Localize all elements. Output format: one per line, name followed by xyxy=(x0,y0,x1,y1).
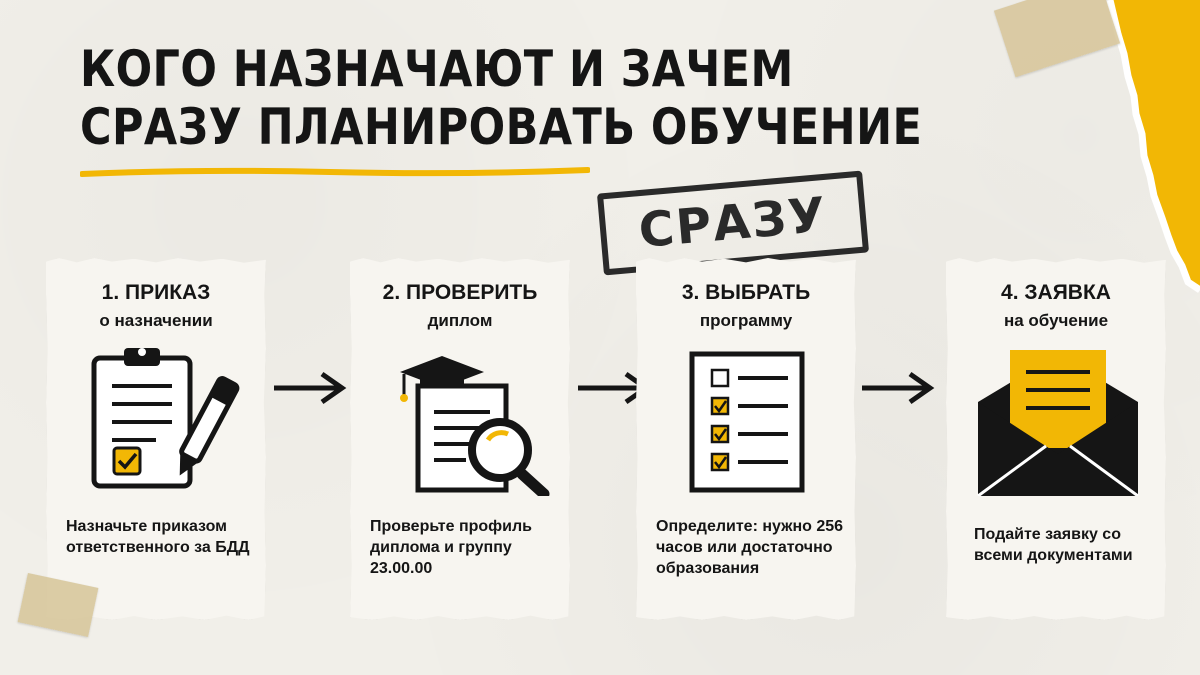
arrow-right-icon xyxy=(274,371,347,405)
page-title: КОГО НАЗНАЧАЮТ И ЗАЧЕМ СРАЗУ ПЛАНИРОВАТЬ… xyxy=(80,40,922,156)
step-4-subtitle: на обучение xyxy=(1003,311,1109,330)
step-4-description: Подайте заявку со всеми документами xyxy=(974,526,1133,564)
step-2-description: Проверьте профиль диплома и группу 23.00… xyxy=(370,518,532,577)
checklist-icon xyxy=(689,351,805,493)
step-card-4: 4. ЗАЯВКА на обучение Подайте заявку со … xyxy=(946,258,1166,620)
step-card-3: 3. ВЫБРАТЬ программу Определите: нужно 2… xyxy=(636,258,856,620)
clipboard-pen-icon xyxy=(91,348,240,489)
title-line-2: СРАЗУ ПЛАНИРОВАТЬ ОБУЧЕНИЕ xyxy=(80,98,923,156)
step-3-subtitle: программу xyxy=(699,311,793,330)
step-card-1: 1. ПРИКАЗ о назначении Назначьте приказо… xyxy=(46,258,266,620)
step-3-title: 3. ВЫБРАТЬ xyxy=(681,281,811,304)
stamp-text: СРАЗУ xyxy=(636,186,830,260)
step-4-title: 4. ЗАЯВКА xyxy=(1001,281,1111,304)
step-2-subtitle: диплом xyxy=(427,311,493,330)
arrow-right-icon xyxy=(862,371,935,405)
step-3-description: Определите: нужно 256 часов или достаточ… xyxy=(656,518,844,577)
torn-yellow-paper xyxy=(1106,0,1200,293)
step-1-description: Назначьте приказом ответственного за БДД xyxy=(66,518,250,556)
step-1-title: 1. ПРИКАЗ xyxy=(101,281,211,304)
diploma-magnifier-icon xyxy=(400,356,550,496)
title-line-1: КОГО НАЗНАЧАЮТ И ЗАЧЕМ xyxy=(80,40,794,98)
envelope-letter-icon xyxy=(977,350,1139,496)
step-1-subtitle: о назначении xyxy=(99,311,213,330)
title-underline-stroke xyxy=(80,167,590,177)
step-card-2: 2. ПРОВЕРИТЬ диплом Проверьте профиль ди… xyxy=(350,258,570,620)
step-2-title: 2. ПРОВЕРИТЬ xyxy=(382,281,538,304)
